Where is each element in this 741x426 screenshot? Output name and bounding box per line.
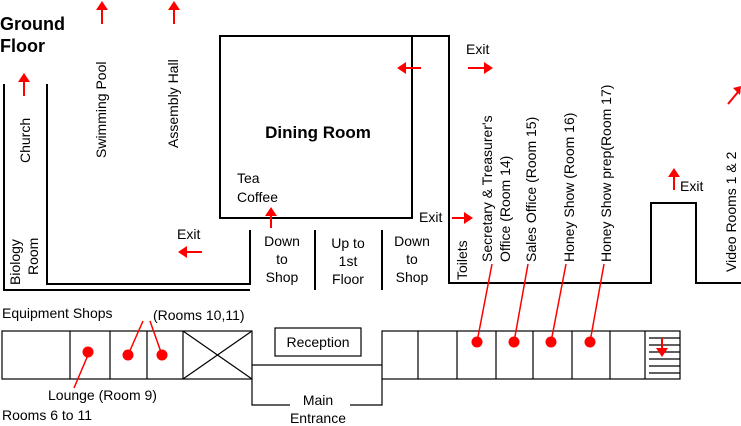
left-wing-outer-wall: [3, 84, 250, 291]
arrow-up-icon: [168, 1, 180, 24]
room-11-dot: [156, 349, 168, 361]
room-17-dot: [584, 336, 596, 348]
leader-line: [149, 320, 163, 356]
biology-room-label-2: Room: [25, 238, 41, 275]
leader-line: [127, 320, 144, 356]
sales-office-label: Sales Office (Room 15): [523, 117, 539, 262]
dining-room-label: Dining Room: [265, 123, 371, 142]
main-entrance-l2: Entrance: [290, 410, 346, 426]
arrow-up-icon: [96, 1, 108, 24]
void-cross: [182, 330, 253, 380]
up-to-1st-floor-l2: 1st: [339, 253, 358, 269]
floor-title-line1: Ground: [0, 14, 65, 34]
up-to-1st-floor-l1: Up to: [331, 235, 365, 251]
honey-show-prep-label: Honey Show prep(Room 17): [598, 85, 614, 262]
floor-title-line2: Floor: [0, 36, 45, 56]
right-corridor-box: [381, 330, 681, 380]
equipment-shops-label: Equipment Shops: [2, 305, 113, 321]
leader-line: [513, 263, 529, 343]
honey-show-label: Honey Show (Room 16): [561, 113, 577, 262]
main-entrance-l1: Main: [303, 392, 333, 408]
arrow-down-icon: [656, 338, 668, 357]
assembly-hall-label: Assembly Hall: [165, 59, 181, 148]
exit-label-top: Exit: [466, 41, 489, 57]
secretary-label-1: Secretary & Treasurer's: [479, 115, 495, 262]
exit-label-toilets: Exit: [419, 209, 442, 225]
arrow-left-icon: [397, 62, 421, 74]
entrance-right-wall: [350, 379, 383, 406]
video-rooms-label: Video Rooms 1 & 2: [723, 151, 739, 272]
coffee-label: Coffee: [237, 189, 278, 205]
arrow-up-right-icon: [727, 86, 741, 105]
arrow-up-icon: [18, 73, 30, 96]
leader-line: [589, 263, 605, 343]
lounge-dot: [82, 346, 94, 358]
rooms-10-11-label: (Rooms 10,11): [153, 307, 245, 323]
stairs-icon: [649, 337, 680, 374]
room-14-dot: [471, 336, 483, 348]
room-16-dot: [545, 336, 557, 348]
down-to-shop-1-l2: to: [276, 251, 288, 267]
dining-room-box: [219, 35, 413, 219]
leader-line: [550, 263, 567, 343]
down-to-shop-2-l1: Down: [394, 233, 430, 249]
left-corridor-box: [1, 330, 253, 380]
leader-line: [476, 263, 493, 343]
rooms-6-11-label: Rooms 6 to 11: [2, 407, 92, 423]
tea-label: Tea: [237, 170, 260, 186]
church-label: Church: [17, 118, 33, 163]
biology-room-label-1: Biology: [7, 239, 23, 285]
lounge-label: Lounge (Room 9): [48, 387, 157, 403]
swimming-pool-label: Swimming Pool: [93, 62, 109, 158]
room-15-dot: [508, 336, 520, 348]
entrance-left-wall: [251, 379, 290, 406]
exit-label-right: Exit: [680, 178, 703, 194]
down-to-shop-2-l2: to: [406, 251, 418, 267]
toilets-label: Toilets: [454, 240, 470, 280]
down-to-shop-2-l3: Shop: [396, 269, 429, 285]
exit-label-left: Exit: [177, 226, 200, 242]
arrow-left-icon: [178, 246, 202, 258]
down-to-shop-1-l1: Down: [264, 233, 300, 249]
up-to-1st-floor-l3: Floor: [332, 271, 364, 287]
reception-box: [274, 327, 362, 357]
room-10-dot: [122, 349, 134, 361]
reception-label: Reception: [286, 334, 349, 350]
secretary-label-2: Office (Room 14): [497, 156, 513, 262]
arrow-up-icon: [668, 168, 680, 190]
arrow-right-icon: [468, 62, 493, 74]
left-wing-inner-wall: [46, 84, 251, 285]
arrow-up-icon: [265, 207, 277, 228]
right-wing-wall: [412, 35, 741, 284]
down-to-shop-1-l3: Shop: [266, 269, 299, 285]
leader-line: [73, 354, 89, 389]
arrow-right-icon: [452, 212, 473, 224]
